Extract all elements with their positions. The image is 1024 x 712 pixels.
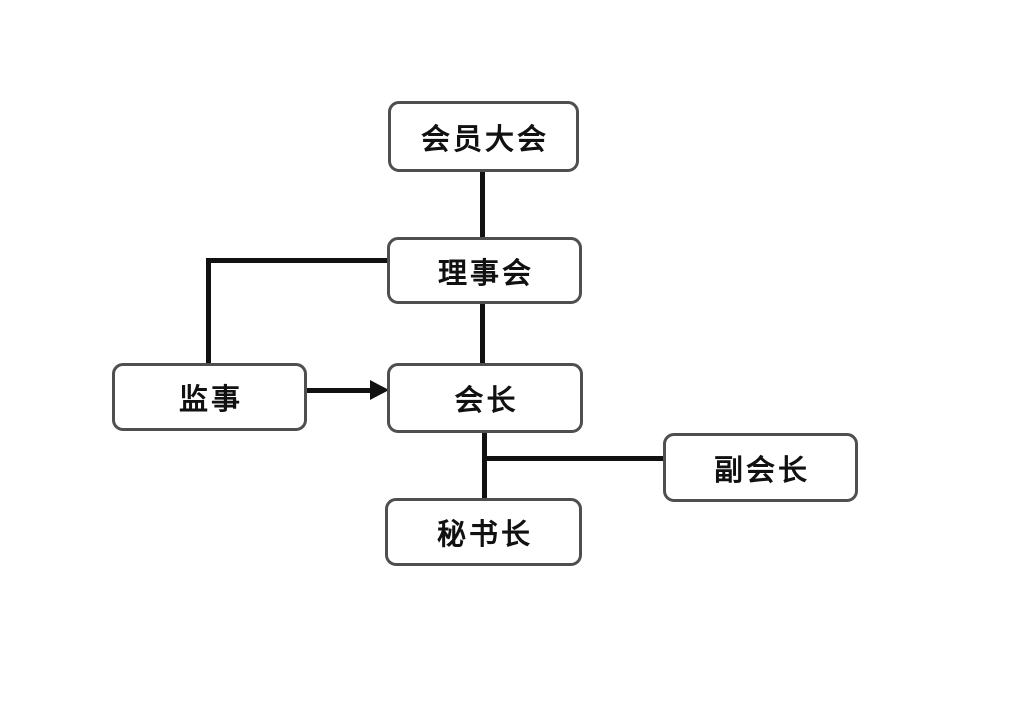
edge-president-to-vice-president [484,456,665,461]
node-member-assembly-label: 会员大会 [420,121,549,156]
edge-board-to-president [480,302,485,365]
node-supervisor-label: 监事 [178,382,243,416]
edge-president-to-secretary-general [482,431,487,500]
edge-board-to-supervisor-vertical [206,258,211,365]
arrowhead-icon [370,380,389,400]
edge-supervisor-to-president-arrow-shaft [306,388,374,393]
node-board-of-directors: 理事会 [387,237,582,304]
node-supervisor: 监事 [112,363,307,431]
node-board-of-directors-label: 理事会 [437,255,534,290]
edge-member-assembly-to-board [480,170,485,239]
node-member-assembly: 会员大会 [388,101,579,172]
edge-board-to-supervisor-horizontal [206,258,389,263]
node-vice-president-label: 副会长 [713,452,810,487]
node-vice-president: 副会长 [663,433,858,502]
node-president-label: 会长 [454,383,519,417]
node-secretary-general-label: 秘书长 [436,517,533,551]
node-president: 会长 [387,363,583,433]
node-secretary-general: 秘书长 [385,498,582,566]
